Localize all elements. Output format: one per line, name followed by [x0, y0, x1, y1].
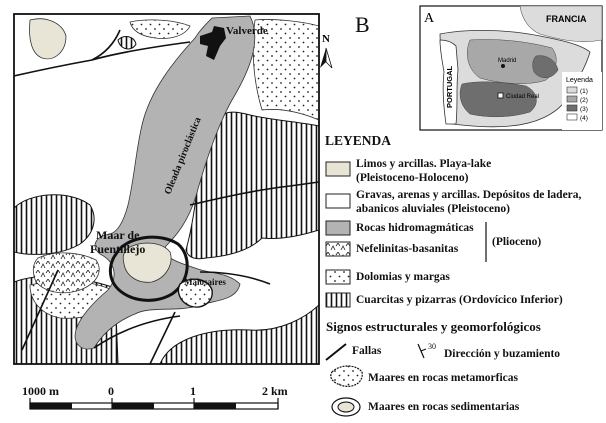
svg-text:N: N [322, 33, 330, 45]
svg-text:(1): (1) [580, 88, 588, 95]
inset-francia-label: FRANCIA [546, 14, 587, 24]
fault-symbol [325, 343, 347, 361]
dip-symbol [417, 343, 427, 359]
malosaires-label: Malosaires [184, 277, 226, 287]
inset-portugal-label: PORTUGAL [445, 66, 454, 109]
legend-dip-value: 30 [428, 342, 436, 351]
legend-plioceno: (Plioceno) [492, 236, 542, 248]
legend-fallas: Fallas [352, 345, 382, 357]
inset-map: A FRANCIA PORTUGAL Madrid Ciudad Real Le… [419, 5, 603, 131]
legend-limos-line2: (Pleistoceno-Holoceno) [356, 172, 469, 184]
legend-gravas-line2: abanicos aluviales (Pleistoceno) [356, 203, 510, 215]
map-body: Valverde Oleada piroclástica Maar de Fue… [14, 14, 319, 364]
valverde-town [200, 26, 226, 60]
legend-cuarcitas: Cuarcitas y pizarras (Ordovícico Inferio… [356, 294, 563, 306]
maar-sed-symbol [331, 397, 361, 417]
legend-limos-line1: Limos y arcillas. Playa-lake [356, 158, 492, 170]
svg-text:(2): (2) [580, 97, 588, 104]
maar-meta-symbol [330, 365, 363, 387]
maar-rim [108, 235, 189, 302]
nefelinitas-area [32, 252, 100, 294]
legend-direccion: Dirección y buzamiento [444, 348, 561, 360]
swatch-gravas [325, 193, 351, 209]
scale-label-1: 1 [190, 384, 196, 398]
svg-text:(3): (3) [580, 106, 588, 113]
inset-ciudad-real-label: Ciudad Real [506, 94, 539, 100]
malosaires-maar [177, 278, 213, 308]
legend-swatches [325, 161, 351, 308]
legend-gravas-line1: Gravas, arenas y arcillas. Depósitos de … [356, 189, 582, 201]
inset-legend: (1) (2) (3) (4) [566, 86, 588, 122]
scale-label-2km: 2 km [262, 384, 288, 398]
svg-text:(4): (4) [580, 115, 588, 122]
legend-rocas: Rocas hidromagmáticas [356, 222, 474, 234]
swatch-cuarcitas [325, 292, 351, 308]
inset-madrid-label: Madrid [498, 58, 516, 64]
swatch-dolomias [325, 269, 351, 285]
scale-bar [29, 398, 279, 410]
north-arrow: N [320, 33, 333, 69]
panel-b-letter: B [355, 12, 370, 37]
map-frame [13, 13, 320, 365]
legend-title: LEYENDA [325, 133, 392, 148]
panel-a-letter: A [424, 11, 435, 26]
swatch-rocas [325, 220, 351, 236]
valverde-label: Valverde [226, 25, 268, 37]
maar-label-line1: Maar de [96, 228, 140, 242]
fault-lines [14, 29, 319, 364]
swatch-nefelinitas [325, 241, 351, 257]
swatch-limos [325, 161, 351, 177]
maar-label-line2: Fuentillejo [90, 242, 145, 256]
scale-label-0: 0 [108, 384, 114, 398]
legend-nefelinitas: Nefelinitas-basanitas [356, 243, 459, 255]
scale-label-1000m: 1000 m [22, 384, 59, 398]
legend-dolomias: Dolomias y margas [356, 271, 450, 283]
legend-signos-title: Signos estructurales y geomorfológicos [326, 319, 541, 334]
inset-legend-title: Leyenda [566, 77, 593, 84]
limos-areas [29, 18, 172, 283]
legend-maares-sed: Maares en rocas sedimentarias [368, 401, 520, 413]
legend-maares-meta: Maares en rocas metamorficas [368, 372, 518, 384]
